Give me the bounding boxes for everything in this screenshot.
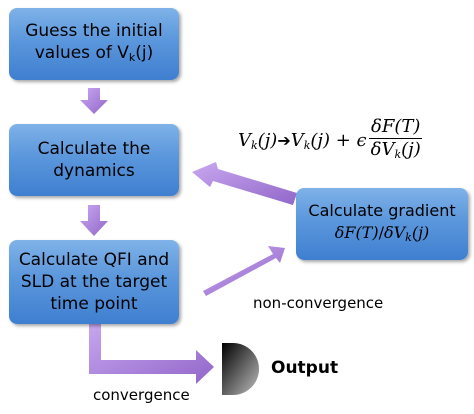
label-output: Output	[271, 358, 339, 378]
step-calculate-dynamics: Calculate the dynamics	[9, 124, 179, 196]
step-gradient-formula: δF(T)/δVk(j)	[334, 222, 430, 244]
step-qfi-line2: SLD at the target	[20, 272, 168, 292]
output-symbol	[222, 343, 259, 395]
gradient-fraction: δF(T)δVk(j)	[369, 116, 423, 161]
step-gradient-line1: Calculate gradient	[308, 200, 456, 220]
step-calculate-gradient: Calculate gradient δF(T)/δVk(j)	[296, 188, 468, 260]
label-non-convergence: non-convergence	[253, 294, 384, 312]
label-convergence: convergence	[93, 386, 190, 404]
step-guess-line1: Guess the initial	[25, 20, 163, 41]
arrow-gradient-to-dynamics	[192, 162, 297, 205]
arrow-qfi-to-output	[89, 320, 214, 384]
arrow-guess-to-dynamics	[80, 88, 108, 114]
step-dynamics-line1: Calculate the	[37, 139, 151, 159]
step-guess-initial-values: Guess the initial values of Vk(j)	[9, 8, 179, 80]
step-qfi-line3: time point	[50, 294, 138, 314]
step-qfi-line1: Calculate QFI and	[18, 250, 170, 270]
arrow-dynamics-to-qfi	[80, 205, 108, 236]
update-arrow: ➔	[277, 131, 291, 150]
arrow-qfi-to-gradient	[203, 246, 285, 296]
step-calculate-qfi-sld: Calculate QFI and SLD at the target time…	[9, 240, 179, 324]
step-dynamics-line2: dynamics	[53, 161, 135, 181]
step-guess-line2: values of Vk(j)	[34, 42, 154, 64]
